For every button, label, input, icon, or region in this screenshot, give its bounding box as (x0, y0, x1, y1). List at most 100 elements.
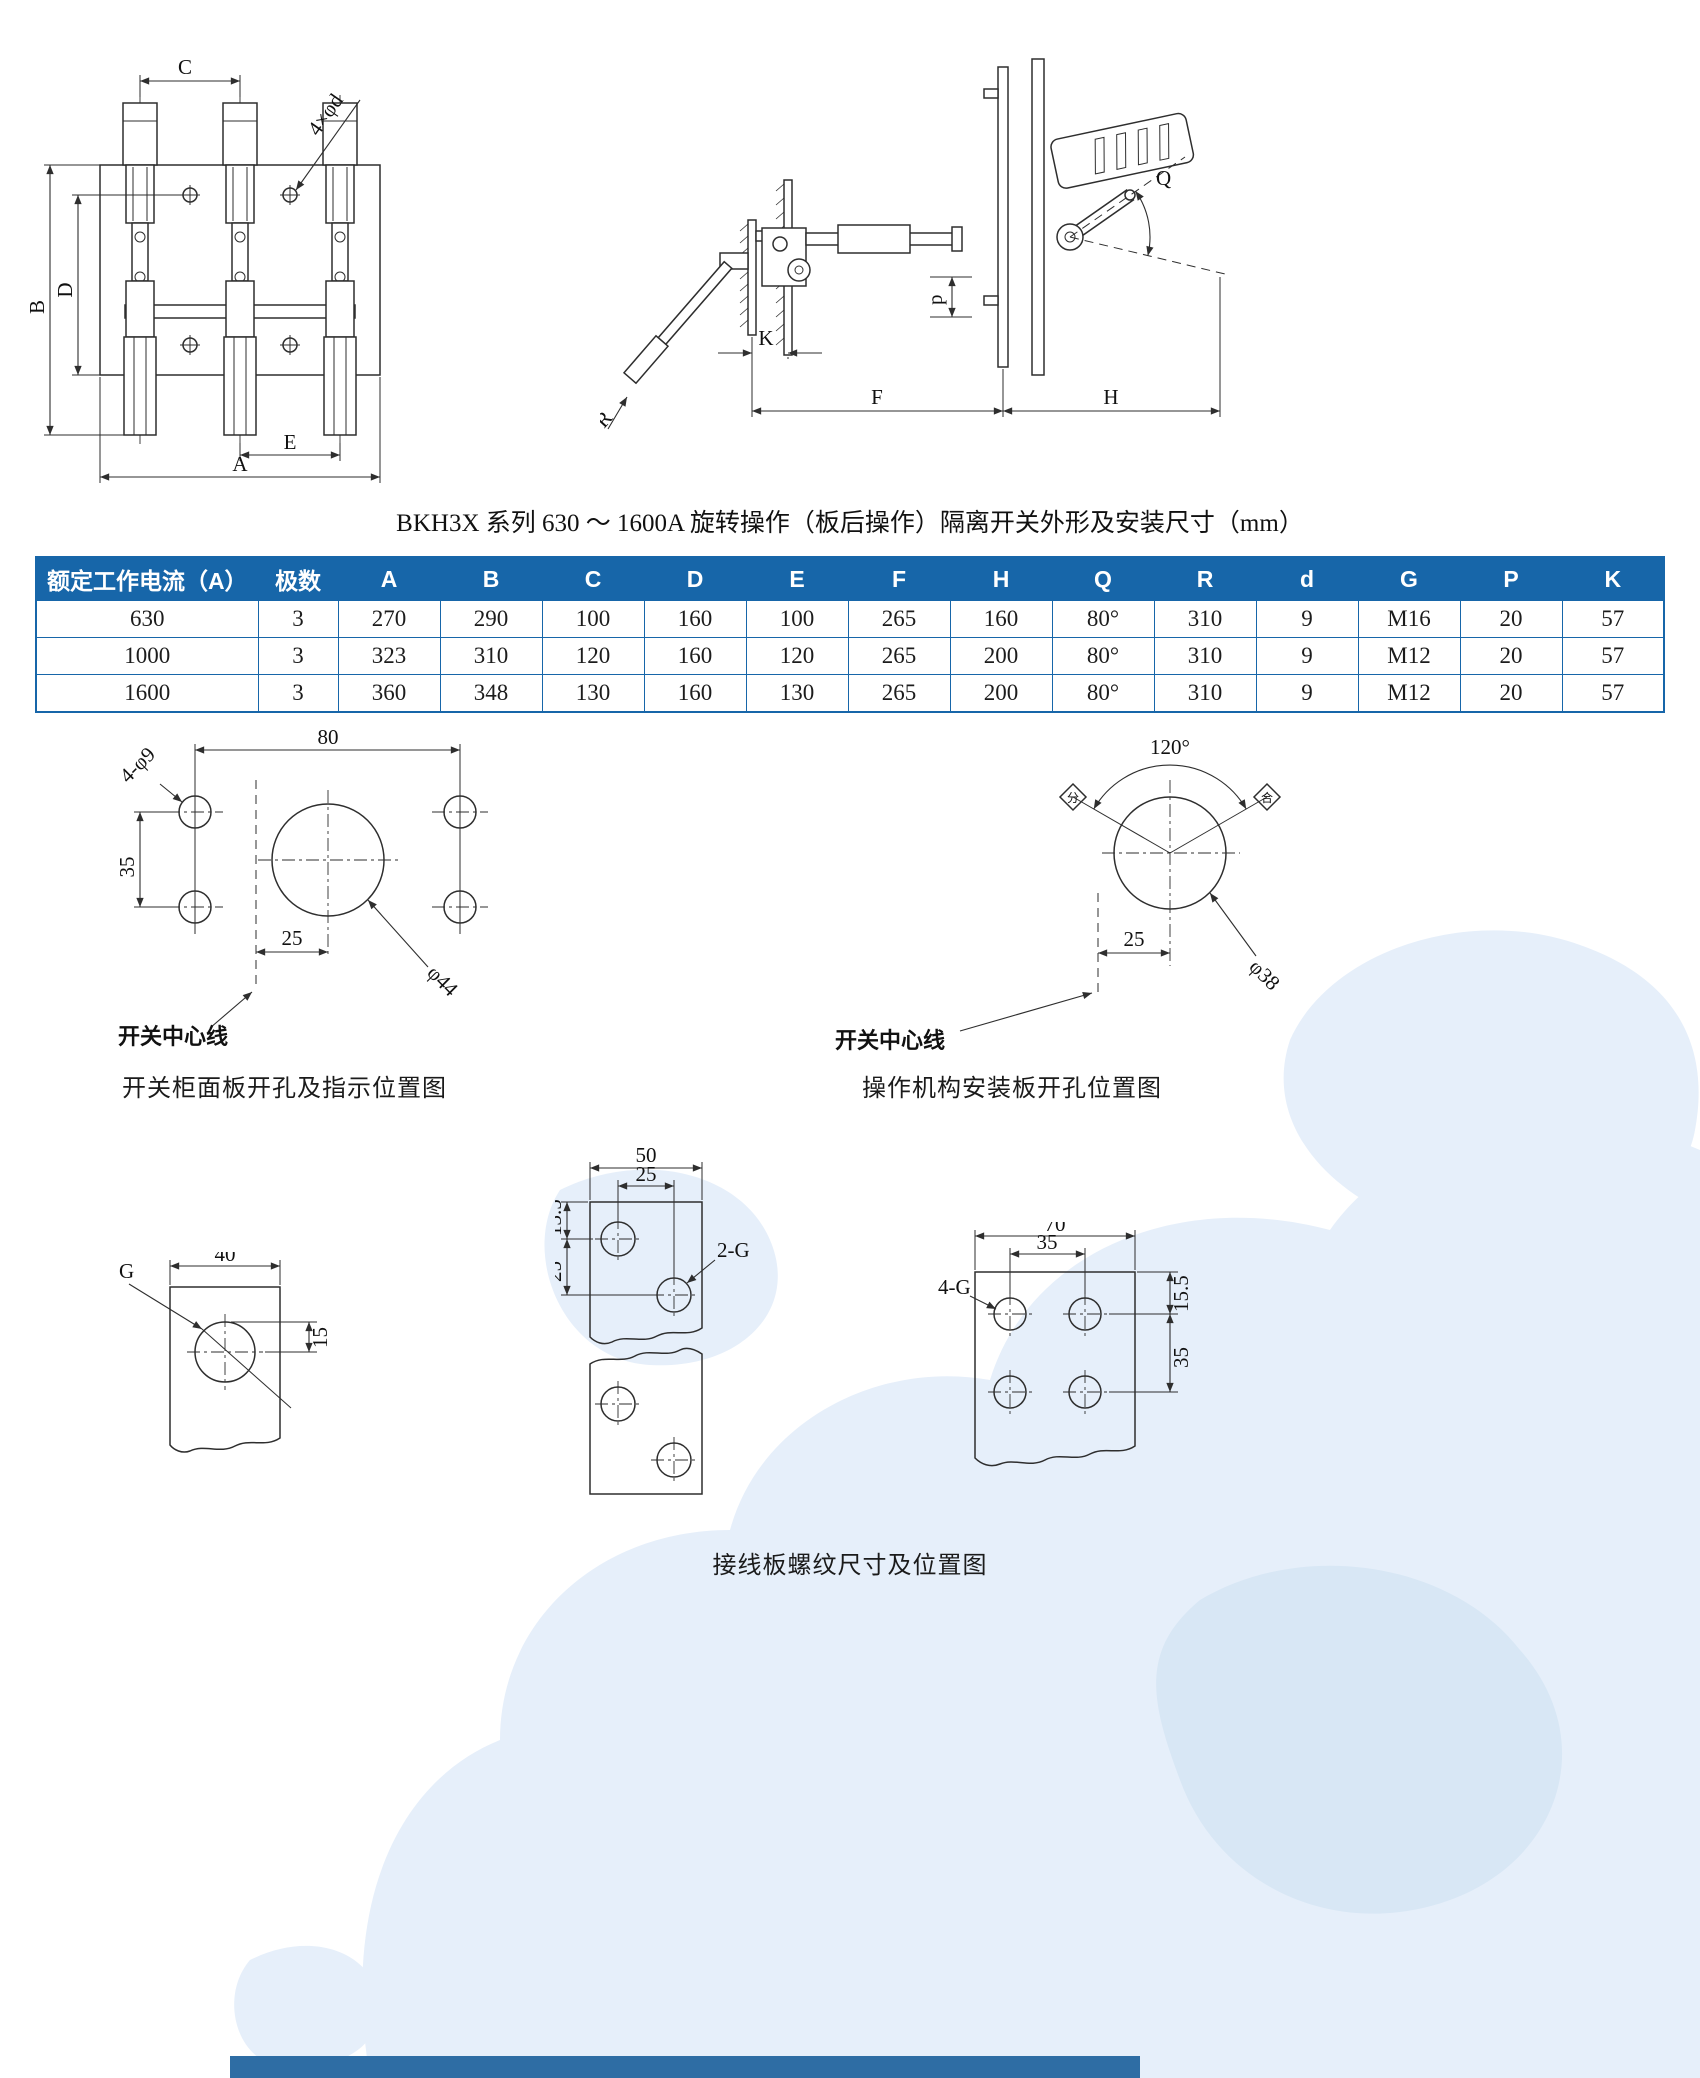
table-cell: 57 (1561, 637, 1665, 675)
table-cell: 80° (1051, 600, 1155, 638)
spec-table: 额定工作电流（A） 极数 A B C D E F H Q R d G P K 6… (35, 556, 1665, 713)
dim-label-155: 15.5 (1169, 1275, 1193, 1312)
mounting-plate (983, 66, 1009, 368)
table-cell: 130 (745, 674, 849, 713)
dim-label-q: Q (1156, 166, 1171, 190)
table-cell: 20 (1459, 600, 1563, 638)
mounting-holes (180, 185, 300, 355)
panel-cutout-drawing: 80 4-φ9 35 25 φ44 开关中心线 (115, 725, 488, 1049)
terminal-single-drawing: G 40 15 (119, 1252, 332, 1453)
terminal-double-drawing: 50 25 13.5 25 2-G (555, 1143, 750, 1495)
table-cell: 360 (337, 674, 441, 713)
dim-label-b: B (30, 300, 49, 314)
table-cell: 57 (1561, 674, 1665, 713)
table-header-cell: A (337, 556, 441, 601)
table-cell: 80° (1051, 674, 1155, 713)
table-cell: 290 (439, 600, 543, 638)
front-view-drawing: C 4×φd B D E A (30, 55, 381, 483)
centerline-label: 开关中心线 (118, 1024, 228, 1049)
position-indicator-closed: 合 (1252, 782, 1282, 812)
terminal-quad-drawing: 70 35 15.5 35 4-G (938, 1222, 1193, 1467)
table-row: 630 3 270 290 100 160 100 265 160 80° 31… (35, 600, 1665, 638)
dim-label-phi44: φ44 (422, 961, 463, 1002)
table-header-cell: D (643, 556, 747, 601)
corner-holes (167, 795, 488, 924)
panel-cutout-caption: 开关柜面板开孔及指示位置图 (122, 1075, 447, 1102)
table-cell: 9 (1255, 637, 1359, 675)
table-header-cell: Q (1051, 556, 1155, 601)
table-header-cell: F (847, 556, 951, 601)
open-label: 分 (1067, 791, 1079, 805)
table-cell: 100 (541, 600, 645, 638)
table-cell: 265 (847, 674, 951, 713)
table-cell: M12 (1357, 637, 1461, 675)
dim-label-a: A (232, 452, 248, 476)
table-header-cell: E (745, 556, 849, 601)
dim-label-2g: 2-G (717, 1238, 750, 1262)
switch-side-plate (1031, 58, 1045, 376)
contact-stack (1050, 112, 1195, 189)
table-cell: 265 (847, 637, 951, 675)
terminal-plate (974, 1271, 1136, 1467)
table-cell: 9 (1255, 600, 1359, 638)
dim-label-e: E (284, 430, 297, 454)
table-cell: 160 (949, 600, 1053, 638)
table-cell: 270 (337, 600, 441, 638)
dim-label-4g: 4-G (938, 1275, 971, 1299)
dim-label-k: K (758, 326, 773, 350)
dim-label-40: 40 (215, 1252, 236, 1266)
table-cell: 57 (1561, 600, 1665, 638)
mech-plate-caption: 操作机构安装板开孔位置图 (862, 1075, 1162, 1102)
dim-label-25: 25 (282, 926, 303, 950)
dim-label-f: F (871, 385, 883, 409)
table-cell: 200 (949, 674, 1053, 713)
bottom-bar (230, 2056, 1140, 2078)
dim-label-p: p (923, 295, 947, 306)
dim-label-c: C (178, 55, 192, 79)
shaft-bore (258, 790, 400, 958)
table-header-cell: d (1255, 556, 1359, 601)
table-header-cell: 极数 (257, 556, 339, 601)
centerline-label: 开关中心线 (835, 1028, 945, 1053)
table-cell: 310 (1153, 600, 1257, 638)
terminal-plate (169, 1286, 281, 1453)
position-indicator-open: 分 (1058, 782, 1088, 812)
shaft-bore (1102, 780, 1240, 966)
table-header-cell: B (439, 556, 543, 601)
dim-label-135: 13.5 (555, 1199, 566, 1236)
table-cell: 80° (1051, 637, 1155, 675)
dim-label-120deg: 120° (1150, 735, 1190, 759)
table-header-cell: K (1561, 556, 1665, 601)
table-cell: 265 (847, 600, 951, 638)
table-cell: 120 (541, 637, 645, 675)
dim-label-35-v: 35 (1169, 1347, 1193, 1368)
dim-label-25-v: 25 (555, 1261, 566, 1282)
dim-label-h: H (1103, 385, 1118, 409)
cabinet-panel (739, 219, 757, 336)
table-cell: 348 (439, 674, 543, 713)
side-view-drawing: R (600, 58, 1226, 432)
table-cell: 160 (643, 674, 747, 713)
table-header-cell: H (949, 556, 1053, 601)
dim-label-70: 70 (1045, 1222, 1066, 1236)
table-cell: 310 (439, 637, 543, 675)
table-header-cell: P (1459, 556, 1563, 601)
table-cell: 3 (257, 674, 339, 713)
dim-label-25: 25 (1124, 927, 1145, 951)
table-cell: 630 (35, 600, 259, 638)
table-header-row: 额定工作电流（A） 极数 A B C D E F H Q R d G P K (35, 556, 1665, 601)
pole-assembly (122, 95, 158, 447)
terminal-plate-lower (589, 1347, 703, 1495)
table-cell: 310 (1153, 637, 1257, 675)
table-row: 1000 3 323 310 120 160 120 265 200 80° 3… (35, 637, 1665, 675)
dim-label-25-h: 25 (636, 1162, 657, 1186)
table-cell: 323 (337, 637, 441, 675)
table-header-cell: C (541, 556, 645, 601)
dim-label-15: 15 (308, 1327, 332, 1348)
table-cell: M12 (1357, 674, 1461, 713)
table-cell: 200 (949, 637, 1053, 675)
dim-label-50: 50 (636, 1143, 657, 1167)
pole-assembly (222, 95, 258, 447)
